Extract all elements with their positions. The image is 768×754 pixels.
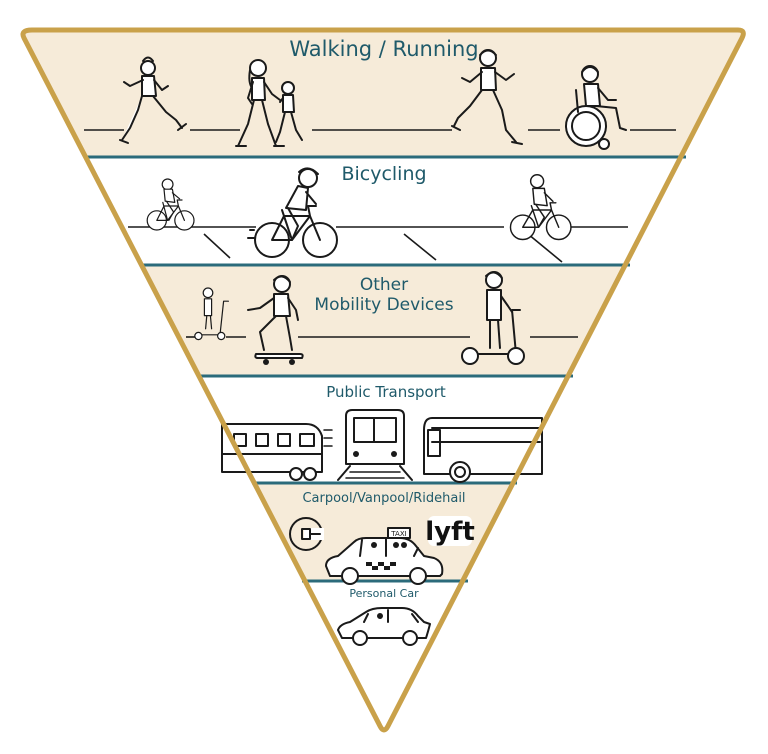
car-icon bbox=[337, 607, 431, 646]
tier-bicycling bbox=[128, 167, 628, 263]
taxi-icon: TAXI bbox=[325, 527, 444, 585]
label-mobility-devices: Mobility Devices bbox=[314, 295, 453, 315]
cyclist-icon bbox=[146, 178, 195, 231]
label-carpool-vanpool-ridehail: Carpool/Vanpool/Ridehail bbox=[302, 491, 465, 506]
tier-personal-car bbox=[337, 607, 431, 646]
runner-icon bbox=[119, 56, 187, 144]
jogger-icon bbox=[451, 49, 523, 145]
tier-labels: Walking / Running Bicycling Other Mobili… bbox=[289, 37, 478, 600]
label-bicycling: Bicycling bbox=[341, 163, 426, 185]
pyramid-outline bbox=[20, 27, 746, 733]
uber-logo-icon bbox=[289, 517, 324, 551]
label-other: Other bbox=[360, 275, 408, 295]
kick-scooter-icon bbox=[194, 287, 230, 341]
cyclist-icon bbox=[247, 167, 338, 258]
e-scooter-rider-icon bbox=[461, 271, 525, 365]
lyft-logo-icon: lyft bbox=[425, 516, 475, 547]
label-public-transport: Public Transport bbox=[326, 383, 446, 401]
band-bicycling bbox=[23, 157, 744, 265]
tram-front-icon bbox=[337, 409, 413, 481]
tier-carpool: TAXI lyft bbox=[289, 516, 475, 585]
skateboarder-icon bbox=[247, 275, 304, 365]
lyft-logo-text: lyft bbox=[425, 517, 475, 547]
bus-icon bbox=[423, 417, 543, 483]
adult-child-walking-icon bbox=[235, 59, 303, 147]
band-walking bbox=[23, 30, 744, 157]
cyclist-icon bbox=[509, 174, 572, 241]
label-walking-running: Walking / Running bbox=[289, 37, 478, 61]
tier-dividers bbox=[84, 155, 686, 583]
light-rail-icon bbox=[221, 423, 333, 481]
tier-mobility-devices bbox=[186, 271, 578, 365]
label-personal-car: Personal Car bbox=[349, 587, 419, 600]
taxi-sign-text: TAXI bbox=[390, 530, 406, 538]
tier-public-transport bbox=[221, 409, 543, 483]
tier-walking bbox=[84, 49, 676, 150]
wheelchair-user-icon bbox=[565, 65, 627, 150]
